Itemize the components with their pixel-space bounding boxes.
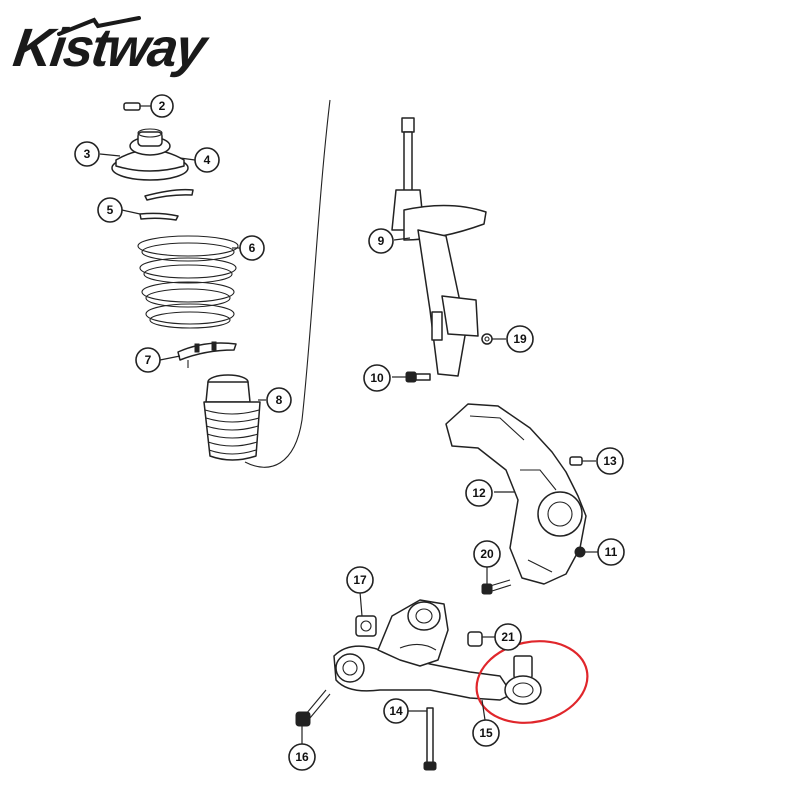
svg-text:16: 16 [295,750,309,764]
highlight-circle [475,640,589,724]
svg-text:6: 6 [249,241,256,255]
svg-text:5: 5 [107,203,114,217]
svg-text:12: 12 [472,486,486,500]
part-10-bolt [392,371,431,383]
callout-11: 11 [597,538,625,566]
callout-21: 21 [494,623,522,651]
part-13-clip [569,456,596,466]
svg-text:2: 2 [159,99,166,113]
part-8-dust-boot [203,374,266,461]
callout-6: 6 [239,235,265,261]
svg-text:21: 21 [501,630,515,644]
callout-8: 8 [266,387,292,413]
part-9-strut [391,117,487,377]
svg-text:20: 20 [480,547,494,561]
callout-20: 20 [473,540,501,568]
part-2-nut [123,102,152,111]
part-7-spring-seat [159,341,237,368]
svg-text:3: 3 [84,147,91,161]
ball-joint [504,655,542,705]
callout-13: 13 [596,447,624,475]
svg-text:14: 14 [389,704,403,718]
callout-14: 14 [383,698,409,724]
part-5-spring-isolator [121,188,194,221]
divider-curve [244,99,331,468]
svg-text:9: 9 [378,234,385,248]
callout-7: 7 [135,347,161,373]
callout-10: 10 [363,364,391,392]
callout-2: 2 [150,94,174,118]
part-3-4-top-mount [99,128,196,181]
svg-text:13: 13 [603,454,617,468]
part-15-lower-control-arm [333,599,513,701]
svg-text:11: 11 [605,545,618,559]
callout-16: 16 [288,743,316,771]
part-21-bushing [467,631,496,647]
brand-logo: Kistway [10,12,264,84]
svg-text:4: 4 [204,153,211,167]
callout-5: 5 [97,197,123,223]
callout-17: 17 [346,566,374,594]
svg-text:15: 15 [479,726,493,740]
part-16-bolt [295,689,331,744]
callout-9: 9 [368,228,394,254]
svg-text:7: 7 [145,353,152,367]
svg-text:19: 19 [513,332,527,346]
part-6-coil-spring [137,235,240,329]
svg-text:8: 8 [276,393,283,407]
callout-3: 3 [74,141,100,167]
part-17-bushing [355,591,377,637]
part-11-nut [574,546,598,558]
part-20-bolt [481,566,512,595]
logo-swoosh-icon [57,16,141,36]
callout-15: 15 [472,719,500,747]
svg-text:17: 17 [353,573,367,587]
callout-19: 19 [506,325,534,353]
callout-4: 4 [194,147,220,173]
callout-12: 12 [465,479,493,507]
svg-text:10: 10 [370,371,384,385]
part-12-steering-knuckle [445,403,587,585]
part-14-bolt [408,707,437,771]
part-19-nut [481,333,506,345]
